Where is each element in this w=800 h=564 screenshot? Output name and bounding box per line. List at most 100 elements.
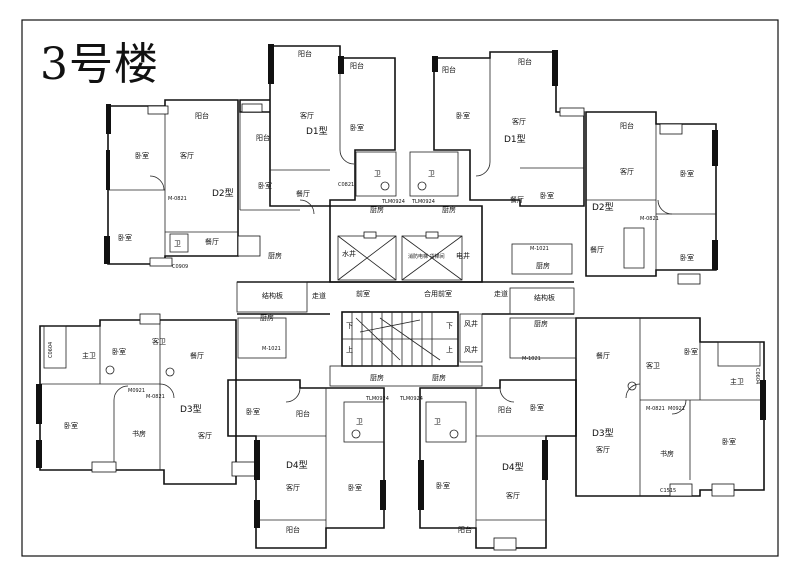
room-bedroom-14: 卧室 xyxy=(530,403,544,412)
room-balcony-6: 阳台 xyxy=(442,65,456,74)
room-balcony-3: 阳台 xyxy=(350,61,364,70)
room-study-2: 书房 xyxy=(660,449,674,458)
room-kitchen-2: 厨房 xyxy=(370,205,384,214)
room-kitchen-6: 厨房 xyxy=(534,319,548,328)
unit-d3-left xyxy=(36,313,287,485)
elevator-note: 消防电梯 货梯间 xyxy=(408,253,445,260)
room-balcony-4: 阳台 xyxy=(256,133,270,142)
core xyxy=(236,205,575,387)
code-tlm0924-d: TLM0924 xyxy=(399,396,423,402)
unit-d2-left xyxy=(104,99,239,267)
unit-d4-left xyxy=(227,379,386,549)
room-structure-board-1: 结构板 xyxy=(262,291,283,300)
room-bedroom-16: 卧室 xyxy=(722,437,736,446)
code-c0821: C0821 xyxy=(338,182,354,188)
code-m0921-2: M0921 xyxy=(668,406,685,412)
room-bedroom-3: 卧室 xyxy=(350,123,364,132)
unit-d2-right xyxy=(511,111,718,285)
room-dining-1: 餐厅 xyxy=(205,237,219,246)
room-balcony-7: 阳台 xyxy=(620,121,634,130)
code-m1021-2: M-1021 xyxy=(262,346,281,352)
room-guest-bath-1: 客卫 xyxy=(152,337,166,346)
room-living-1: 客厅 xyxy=(180,151,194,160)
room-wind-well-1: 风井 xyxy=(464,319,478,328)
code-m0921-1: M0921 xyxy=(128,388,145,394)
room-living-6: 客厅 xyxy=(286,483,300,492)
room-front-room: 前室 xyxy=(356,289,370,298)
code-m0821-2: M-0821 xyxy=(640,216,659,222)
room-kitchen-3: 厨房 xyxy=(442,205,456,214)
room-living-8: 客厅 xyxy=(596,445,610,454)
code-tlm0924-c: TLM0924 xyxy=(365,396,389,402)
unit-d1-left xyxy=(237,44,397,257)
unit-d3-right xyxy=(509,317,766,497)
room-structure-board-2: 结构板 xyxy=(534,293,555,302)
code-m0821-4: M-0821 xyxy=(646,406,665,412)
code-c0604-1: C0604 xyxy=(48,342,54,358)
room-living-4: 客厅 xyxy=(620,167,634,176)
building-title: 3号楼 xyxy=(40,39,159,90)
room-dining-5: 餐厅 xyxy=(190,351,204,360)
room-bedroom-1: 卧室 xyxy=(135,151,149,160)
room-bedroom-6: 卧室 xyxy=(540,191,554,200)
code-c1515: C1515 xyxy=(660,488,676,494)
room-bedroom-13: 卧室 xyxy=(436,481,450,490)
room-balcony-1: 阳台 xyxy=(195,111,209,120)
unit-label-d3-left: D3型 xyxy=(180,404,202,415)
room-guest-bath-2: 客卫 xyxy=(646,361,660,370)
room-kitchen-5: 厨房 xyxy=(260,313,274,322)
room-bedroom-8: 卧室 xyxy=(680,253,694,262)
code-m0821-1: M-0821 xyxy=(168,196,187,202)
room-bedroom-11: 卧室 xyxy=(246,407,260,416)
code-c0909: C0909 xyxy=(172,264,188,270)
room-shared-front-room: 合用前室 xyxy=(424,289,452,298)
room-bath-4: 卫 xyxy=(356,418,363,426)
room-bath-1: 卫 xyxy=(174,240,181,248)
room-bedroom-7: 卧室 xyxy=(680,169,694,178)
room-balcony-11: 阳台 xyxy=(458,525,472,534)
unit-d1-right xyxy=(409,50,585,207)
room-master-bath-2: 主卫 xyxy=(730,377,744,386)
room-kitchen-1: 厨房 xyxy=(268,251,282,260)
room-master-bath-1: 主卫 xyxy=(82,351,96,360)
room-bedroom-2: 卧室 xyxy=(118,233,132,242)
room-bath-3: 卫 xyxy=(428,170,435,178)
unit-label-d2-left: D2型 xyxy=(212,188,234,199)
unit-label-d3-right: D3型 xyxy=(592,428,614,439)
room-corridor-1: 走道 xyxy=(312,291,326,300)
room-balcony-10: 阳台 xyxy=(498,405,512,414)
room-bedroom-12: 卧室 xyxy=(348,483,362,492)
room-water-well: 水井 xyxy=(342,249,356,258)
room-kitchen-4: 厨房 xyxy=(536,261,550,270)
room-balcony-8: 阳台 xyxy=(296,409,310,418)
room-bedroom-10: 卧室 xyxy=(64,421,78,430)
unit-d4-right xyxy=(418,379,577,551)
stair-down-2: 下 xyxy=(446,322,453,330)
room-bedroom-15: 卧室 xyxy=(684,347,698,356)
unit-label-d2-right: D2型 xyxy=(592,202,614,213)
room-bedroom-4: 卧室 xyxy=(258,181,272,190)
room-balcony-2: 阳台 xyxy=(298,49,312,58)
code-m0821-3: M-0821 xyxy=(146,394,165,400)
room-study-1: 书房 xyxy=(132,429,146,438)
room-corridor-2: 走道 xyxy=(494,289,508,298)
room-bath-5: 卫 xyxy=(434,418,441,426)
room-living-7: 客厅 xyxy=(506,491,520,500)
code-tlm0924-a: TLM0924 xyxy=(381,199,405,205)
code-m1021-3: M-1021 xyxy=(522,356,541,362)
room-dining-6: 餐厅 xyxy=(596,351,610,360)
room-bedroom-5: 卧室 xyxy=(456,111,470,120)
room-bedroom-9: 卧室 xyxy=(112,347,126,356)
sheet-border xyxy=(21,19,779,557)
stair-up-2: 上 xyxy=(446,345,453,354)
unit-label-d1-left: D1型 xyxy=(306,126,328,137)
room-balcony-5: 阳台 xyxy=(518,57,532,66)
room-elec-well: 电井 xyxy=(456,251,470,260)
room-bath-2: 卫 xyxy=(374,170,381,178)
code-tlm0924-b: TLM0924 xyxy=(411,199,435,205)
unit-label-d4-left: D4型 xyxy=(286,460,308,471)
unit-label-d4-right: D4型 xyxy=(502,462,524,473)
room-dining-4: 餐厅 xyxy=(590,245,604,254)
room-wind-well-2: 风井 xyxy=(464,345,478,354)
